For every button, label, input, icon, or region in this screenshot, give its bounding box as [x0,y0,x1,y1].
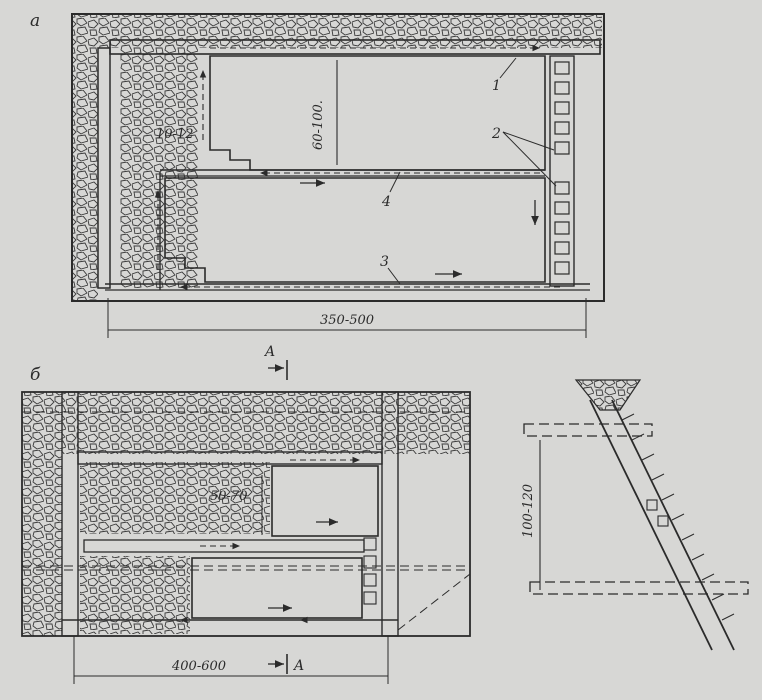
raise-wall-left [589,399,713,651]
dim-height-a: 60-100. [311,100,326,150]
dim-height-section: 100-120 [521,484,536,538]
section-a-a: 100-120 [521,379,749,651]
crib-blocks-b [363,537,377,605]
dim-pillar-a: 10-12 [156,127,193,142]
left-raise-b [61,391,79,637]
figure-b: б A [21,344,471,684]
dim-width-b: 400-600 [171,659,226,674]
rubble-pillar-a [120,48,198,288]
rubble-funnel [574,379,642,411]
right-raise-cribs [549,55,575,287]
upper-drift-b [77,451,383,465]
level-lines-section [523,423,749,595]
section-mark-top: A [263,344,275,360]
figure-a: а [30,11,605,338]
callout-4: 4 [381,194,391,210]
callout-1: 1 [492,78,501,94]
panel-label-b: б [30,365,41,385]
upper-drift-1 [109,39,601,55]
section-mark-bottom: A [292,658,304,674]
panel-label-a: а [30,11,40,31]
lower-stope-b [191,557,363,619]
rubble-middle-b [80,462,270,534]
callout-3: 3 [380,254,389,270]
crib-blocks [554,61,570,275]
rubble-top-a [72,14,602,48]
rubble-left-a [72,14,98,300]
dim-width-a: 350-500 [320,313,374,328]
raise-wall-right [611,399,735,651]
left-raise [97,47,111,289]
rubble-left-b [22,392,62,636]
rubble-lower-b [80,556,190,634]
outline-a [71,13,605,302]
outline-b [21,391,471,637]
upper-stope [209,55,546,171]
hatching [621,413,735,621]
upper-stope-b [271,465,379,537]
callout-2: 2 [491,126,501,142]
lower-stope [164,177,546,283]
dim-height-b: 50-70 [210,489,247,504]
